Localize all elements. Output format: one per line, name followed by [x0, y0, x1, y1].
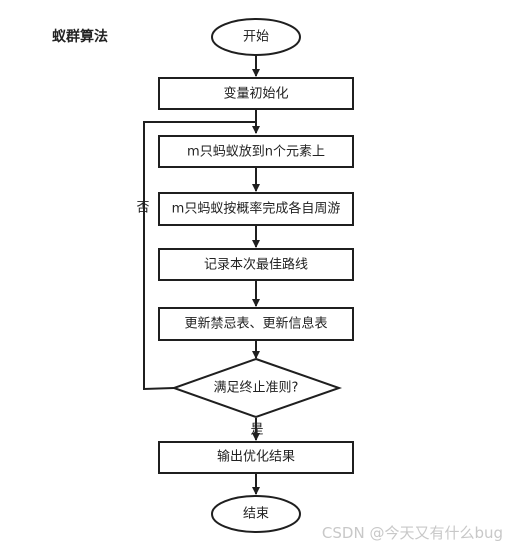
- edge-loop-back: [143, 121, 256, 391]
- diagram-title: 蚁群算法: [52, 28, 108, 45]
- update-label: 更新禁忌表、更新信息表: [184, 316, 327, 332]
- decision-label: 满足终止准则?: [214, 380, 299, 396]
- start-terminal: [211, 18, 301, 56]
- init-box: [158, 77, 354, 110]
- output-box: [158, 441, 354, 474]
- output-label: 输出优化结果: [217, 449, 295, 465]
- record-label: 记录本次最佳路线: [204, 257, 308, 273]
- no-label: 否: [136, 201, 149, 216]
- watermark: CSDN @今天又有什么bug: [322, 524, 503, 542]
- place-label: m只蚂蚁放到n个元素上: [187, 145, 325, 160]
- update-box: [158, 307, 354, 341]
- connectors: [143, 55, 260, 495]
- decision-diamond: [171, 357, 343, 419]
- tour-label: m只蚂蚁按概率完成各自周游: [172, 201, 341, 217]
- init-label: 变量初始化: [223, 86, 288, 102]
- tour-box: [158, 192, 354, 226]
- start-label: 开始: [243, 30, 269, 45]
- place-box: [158, 135, 354, 168]
- record-box: [158, 248, 354, 281]
- end-terminal: [211, 495, 301, 533]
- yes-label: 是: [250, 423, 263, 438]
- end-label: 结束: [243, 507, 269, 522]
